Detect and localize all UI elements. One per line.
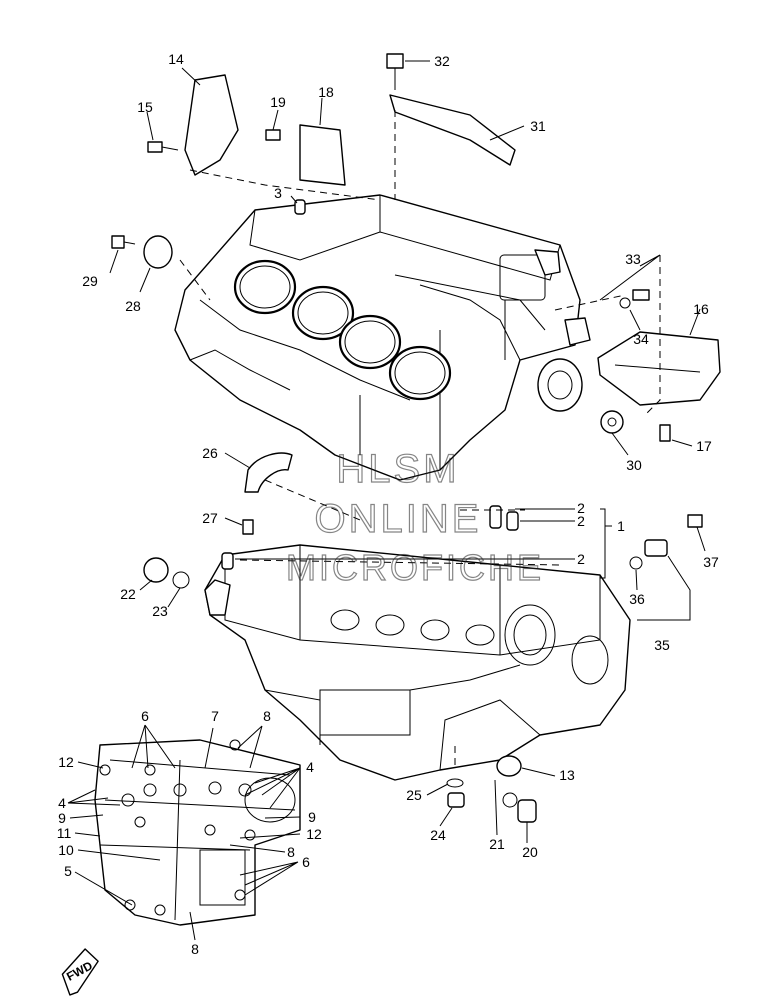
callout-8-b: 8 [287,844,295,860]
callout-17: 17 [696,438,712,454]
callout-21: 21 [489,836,505,852]
watermark-line-2: ONLINE [315,497,482,541]
callout-8-c: 8 [191,941,199,957]
callout-24: 24 [430,827,446,843]
small-parts [111,53,721,823]
callout-6-b: 6 [302,854,310,870]
callout-2-c: 2 [577,551,585,567]
callout-32: 32 [434,53,450,69]
callout-19: 19 [270,94,286,110]
callout-22: 22 [120,586,136,602]
callout-23: 23 [152,603,168,619]
callout-33: 33 [625,251,641,267]
callout-36: 36 [629,591,645,607]
callout-11: 11 [57,825,72,841]
callout-4-a: 4 [306,759,314,775]
callout-30: 30 [626,457,642,473]
callout-14: 14 [168,51,184,67]
callout-12-a: 12 [58,754,74,770]
callout-18: 18 [318,84,334,100]
callout-1: 1 [617,518,625,534]
callout-37: 37 [703,554,719,570]
callout-5: 5 [64,863,72,879]
callout-15: 15 [137,99,153,115]
watermark-line-3: MICROFICHE [286,547,544,588]
callout-13: 13 [559,767,575,783]
callout-2-a: 2 [577,500,585,516]
watermark: HLSM ONLINE MICROFICHE [285,446,544,588]
fwd-direction-badge: FWD [61,948,99,996]
callout-25: 25 [406,787,422,803]
callout-29: 29 [82,273,98,289]
callout-28: 28 [125,298,141,314]
upper-crankcase [174,194,591,481]
callout-27: 27 [202,510,218,526]
callout-4-b: 4 [58,795,66,811]
callout-35: 35 [654,637,670,653]
callout-9-b: 9 [308,809,316,825]
callout-31: 31 [530,118,546,134]
callout-9-a: 9 [58,810,66,826]
callout-34: 34 [633,331,649,347]
callout-7: 7 [211,708,219,724]
callout-16: 16 [693,301,709,317]
watermark-line-1: HLSM [336,447,459,491]
crankcase-bottom-view [94,739,301,926]
callout-10: 10 [58,842,74,858]
callout-3: 3 [274,185,282,201]
callout-6-a: 6 [141,708,149,724]
callout-26: 26 [202,445,218,461]
callout-20: 20 [522,844,538,860]
assembly-dashed-lines [179,110,661,765]
callout-labels: 14 15 19 18 32 31 3 29 28 33 34 16 17 30… [57,51,719,957]
leader-lines [67,60,706,941]
callout-12-b: 12 [306,826,322,842]
lower-crankcase [204,544,631,781]
callout-2-b: 2 [577,513,585,529]
callout-8-a: 8 [263,708,271,724]
